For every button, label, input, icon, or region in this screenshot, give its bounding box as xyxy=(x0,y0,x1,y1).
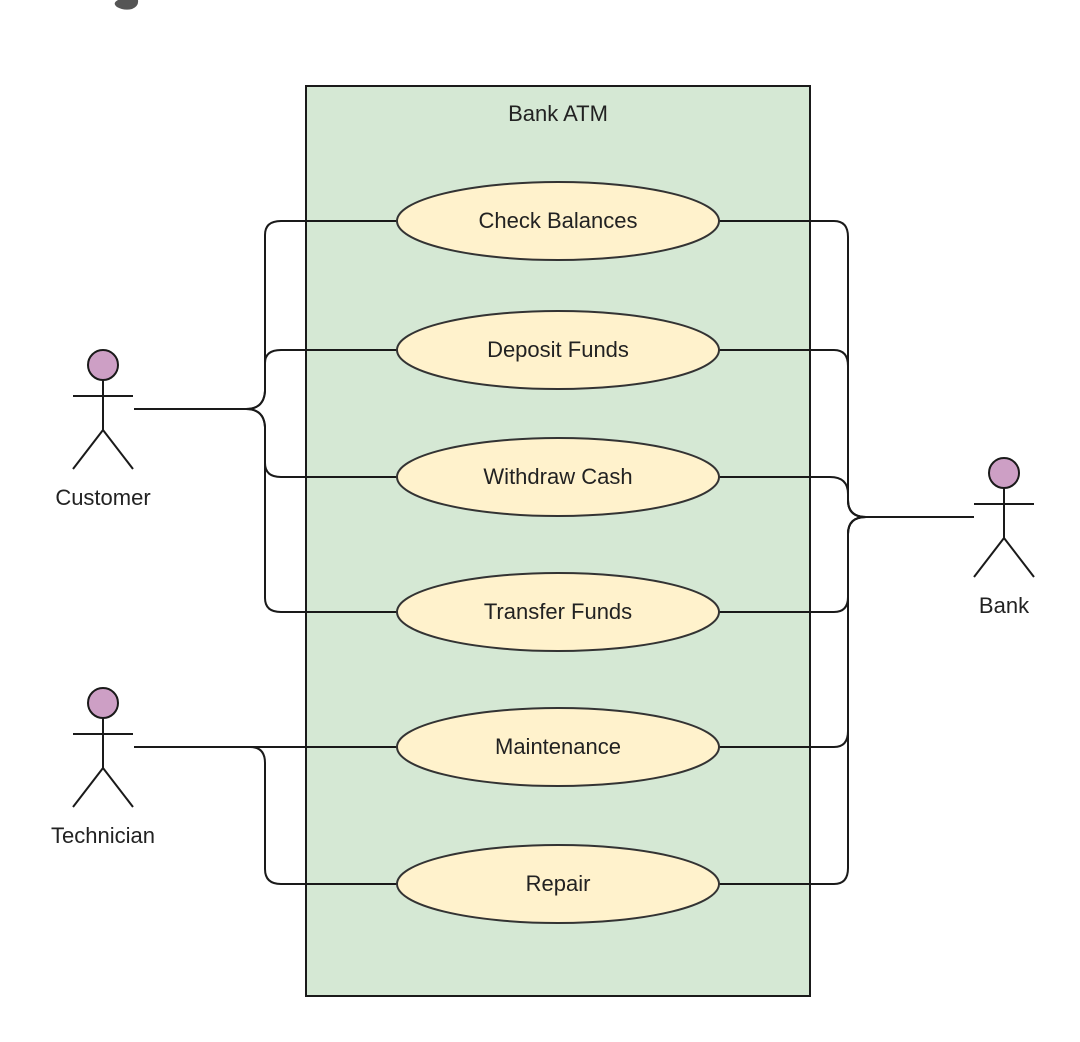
stick-figure-icon xyxy=(72,380,134,470)
association-lines xyxy=(134,220,974,885)
cropped-heading-fragment xyxy=(114,0,139,10)
use-case-label: Transfer Funds xyxy=(484,599,632,624)
use-case-ellipse xyxy=(396,844,720,924)
association-line xyxy=(718,516,867,885)
use-case-label: Check Balances xyxy=(479,208,638,233)
use-case-label: Repair xyxy=(526,871,591,896)
association-line xyxy=(718,476,867,518)
use-case-label: Maintenance xyxy=(495,734,621,759)
actor-head-icon xyxy=(87,349,119,381)
use-case-repair[interactable]: Repair xyxy=(396,844,720,924)
stick-figure-icon xyxy=(72,718,134,808)
association-line xyxy=(245,408,398,613)
actor-head-icon xyxy=(87,687,119,719)
use-case-label: Withdraw Cash xyxy=(483,464,632,489)
use-case-withdraw-cash[interactable]: Withdraw Cash xyxy=(396,437,720,517)
stick-figure-icon xyxy=(973,488,1035,578)
actor-label: Bank xyxy=(979,593,1030,618)
use-case-ellipse xyxy=(396,572,720,652)
association-line xyxy=(245,349,398,410)
actor-customer[interactable]: Customer xyxy=(55,349,151,510)
use-case-ellipse xyxy=(396,437,720,517)
use-case-deposit-funds[interactable]: Deposit Funds xyxy=(396,310,720,390)
use-case-maintenance[interactable]: Maintenance xyxy=(396,707,720,787)
actor-label: Customer xyxy=(55,485,150,510)
use-case-transfer-funds[interactable]: Transfer Funds xyxy=(396,572,720,652)
actor-bank[interactable]: Bank xyxy=(973,457,1035,618)
use-case-ellipse xyxy=(396,707,720,787)
use-case-label: Deposit Funds xyxy=(487,337,629,362)
association-line xyxy=(249,746,398,885)
actor-label: Technician xyxy=(51,823,155,848)
use-case-check-balances[interactable]: Check Balances xyxy=(396,181,720,261)
system-title: Bank ATM xyxy=(508,101,608,126)
use-case-ellipse xyxy=(396,310,720,390)
actor-technician[interactable]: Technician xyxy=(51,687,155,848)
use-case-ellipse xyxy=(396,181,720,261)
actor-head-icon xyxy=(988,457,1020,489)
